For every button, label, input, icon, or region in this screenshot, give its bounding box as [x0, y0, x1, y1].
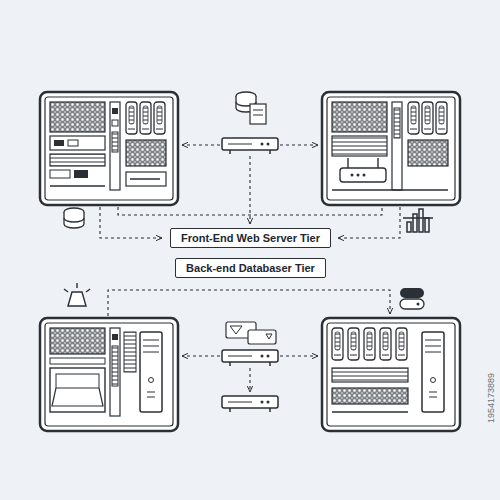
tier-box: Front-End Web Server Tier	[170, 228, 331, 248]
tier-label: Front-End Web Server Tier	[181, 232, 320, 244]
tier-box: Back-end Databaser Tier	[175, 258, 326, 278]
tier-label: Back-end Databaser Tier	[186, 262, 315, 274]
watermark-id: 1954173889	[486, 373, 496, 423]
